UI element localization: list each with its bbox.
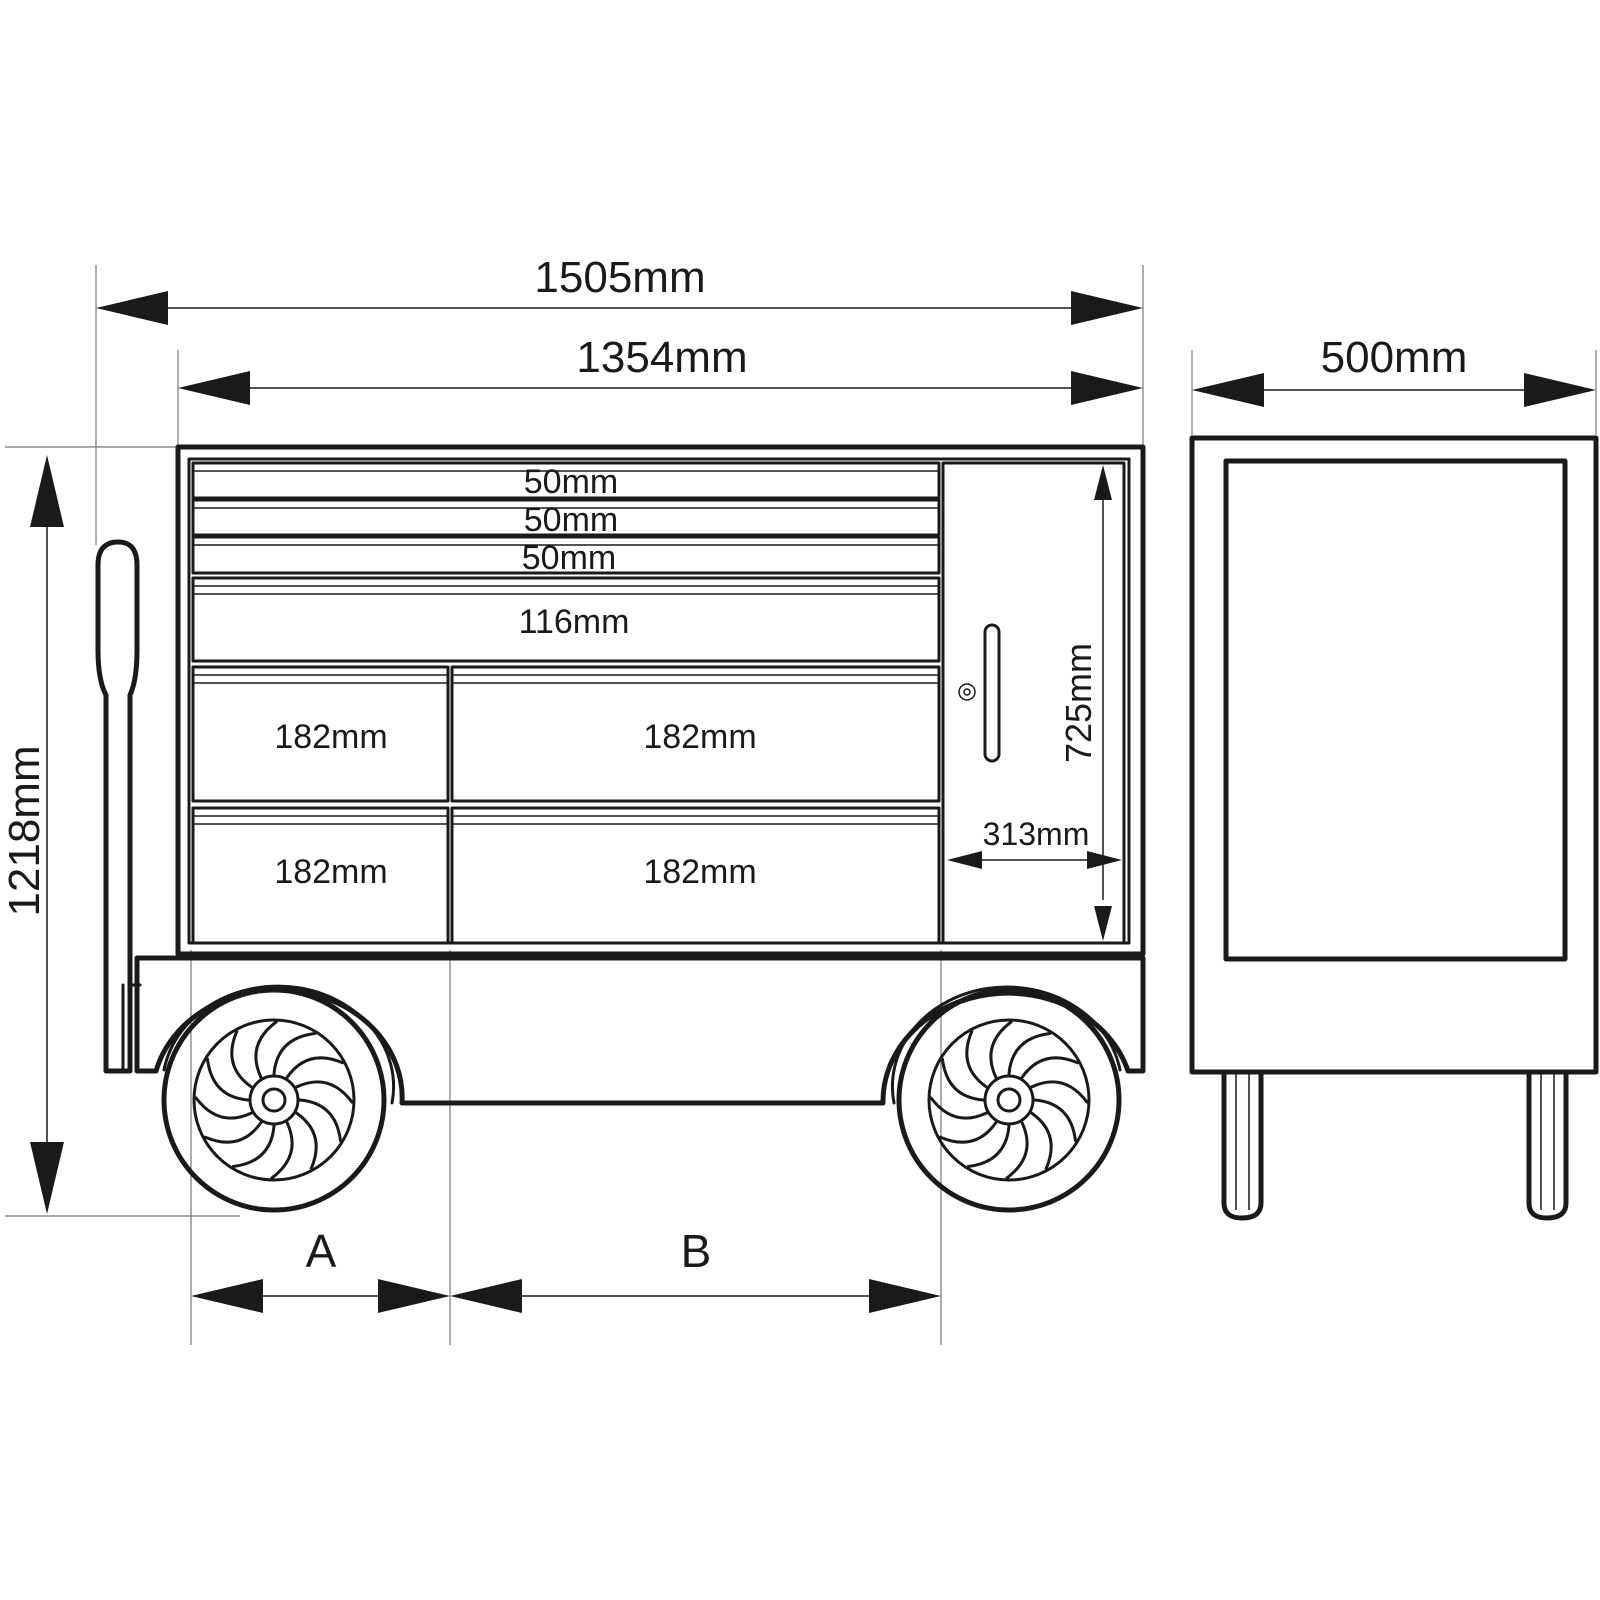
side-leg-left (1221, 1071, 1264, 1221)
wheel-spoke (965, 1029, 988, 1089)
wheel-spoke (194, 1096, 253, 1120)
wheel-spoke (1030, 1080, 1089, 1104)
wheel-spoke (295, 1111, 318, 1171)
wheel-spoke (1033, 1098, 1077, 1143)
rear-wheel (896, 987, 1122, 1213)
wheel-spoke (1007, 1032, 1052, 1076)
wheel-spoke (231, 1124, 276, 1168)
wheel-spoke (203, 1121, 263, 1144)
wheel-spoke (929, 1096, 988, 1120)
side-view (1189, 435, 1599, 1221)
dim-depth-label: 500mm (1321, 333, 1468, 382)
drawer-2-label: 50mm (524, 501, 618, 539)
wheel-spoke (938, 1121, 998, 1144)
drawer-stack (191, 461, 941, 945)
wheel-spoke (272, 1032, 317, 1076)
wheel-spoke (230, 1029, 253, 1089)
cabinet-door: 725mm 313mm (941, 461, 1126, 945)
wheel-spoke (295, 1080, 354, 1104)
drawer-3-label: 50mm (522, 539, 616, 577)
dim-b: B (450, 1225, 941, 1313)
cabinet-height-label: 725mm (1058, 643, 1099, 763)
dim-depth: 500mm (1192, 333, 1596, 407)
drawer-4-label: 116mm (519, 603, 630, 641)
dim-overall-height: 1218mm (0, 455, 64, 1214)
cabinet-width-label: 313mm (983, 816, 1090, 852)
drawer-5-right-label: 182mm (643, 718, 756, 756)
wheel-spoke (285, 1056, 345, 1079)
dim-overall-height-label: 1218mm (0, 745, 49, 916)
wheel-spoke (966, 1124, 1011, 1168)
wheel-spoke (941, 1057, 985, 1102)
wheel-spoke (270, 1121, 294, 1180)
drawer-5-left-label: 182mm (274, 718, 387, 756)
dim-body-width: 1354mm (178, 333, 1143, 405)
dim-b-label: B (681, 1225, 712, 1277)
extension-lines (5, 265, 1597, 1345)
wheel-spoke (989, 1020, 1013, 1079)
drawer-labels: 50mm 50mm 50mm 116mm 182mm 182mm 182mm 1… (274, 463, 756, 891)
drawer-1-label: 50mm (524, 463, 618, 501)
wheel-spoke (254, 1020, 278, 1079)
drawer-6-right-label: 182mm (643, 853, 756, 891)
dim-body-width-label: 1354mm (576, 333, 747, 382)
front-wheel (161, 987, 387, 1213)
wheel-spoke (298, 1098, 342, 1143)
wheel-spoke (206, 1057, 250, 1102)
dim-overall-width-label: 1505mm (534, 253, 705, 302)
push-handle (95, 539, 142, 1074)
dim-overall-width: 1505mm (96, 253, 1143, 325)
dim-a: A (191, 1225, 450, 1313)
wheel-spoke (1020, 1056, 1080, 1079)
side-leg-right (1526, 1071, 1569, 1221)
wheel-spoke (1030, 1111, 1053, 1171)
wheel-spoke (1005, 1121, 1029, 1180)
drawer-6-left-label: 182mm (274, 853, 387, 891)
dim-a-label: A (306, 1225, 337, 1277)
